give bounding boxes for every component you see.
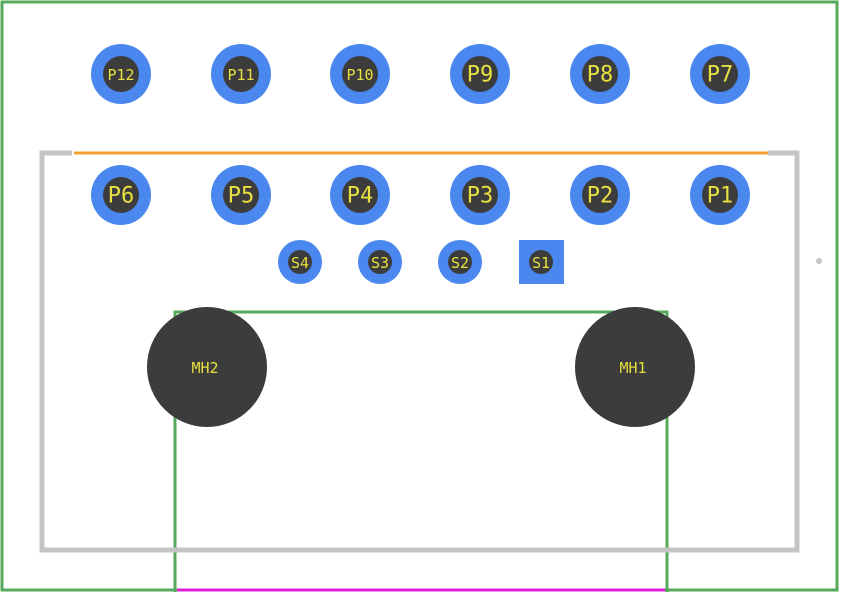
pad-s4[interactable]: S4 (278, 240, 322, 284)
pad-p11[interactable]: P11 (211, 44, 271, 104)
pad-label: P6 (108, 184, 135, 209)
pad-label: P12 (107, 66, 134, 84)
pad-s1[interactable]: S1 (519, 240, 564, 284)
pad-p5[interactable]: P5 (211, 165, 271, 225)
pad-label: P1 (707, 184, 734, 209)
pad-s2[interactable]: S2 (438, 240, 482, 284)
pad-p4[interactable]: P4 (330, 165, 390, 225)
pad-s3[interactable]: S3 (358, 240, 402, 284)
pad-p3[interactable]: P3 (450, 165, 510, 225)
pad-label: S3 (371, 254, 389, 272)
pad-p8[interactable]: P8 (570, 44, 630, 104)
pad-p1[interactable]: P1 (690, 165, 750, 225)
pad-p12[interactable]: P12 (91, 44, 151, 104)
mounting-hole-label: MH2 (191, 359, 218, 377)
pad-label: P9 (467, 63, 494, 88)
pad-label: P8 (587, 63, 614, 88)
pad-label: S4 (291, 254, 309, 272)
pad-label: P4 (347, 184, 374, 209)
pad-p10[interactable]: P10 (330, 44, 390, 104)
body-outline (39, 150, 800, 553)
pad-label: P2 (587, 184, 614, 209)
mounting-hole-mh1[interactable]: MH1 (575, 307, 695, 427)
pad-p6[interactable]: P6 (91, 165, 151, 225)
pad-label: S1 (532, 254, 550, 272)
pad-p7[interactable]: P7 (690, 44, 750, 104)
pad-label: S2 (451, 254, 469, 272)
pad-p9[interactable]: P9 (450, 44, 510, 104)
pad-label: P5 (228, 184, 255, 209)
pad-label: P3 (467, 184, 494, 209)
mounting-hole-mh2[interactable]: MH2 (147, 307, 267, 427)
pad-label: P10 (346, 66, 373, 84)
origin-dot (816, 258, 822, 264)
pad-label: P7 (707, 63, 734, 88)
pad-label: P11 (227, 66, 254, 84)
pad-p2[interactable]: P2 (570, 165, 630, 225)
connector-courtyard (173, 310, 669, 592)
mounting-hole-label: MH1 (619, 359, 646, 377)
